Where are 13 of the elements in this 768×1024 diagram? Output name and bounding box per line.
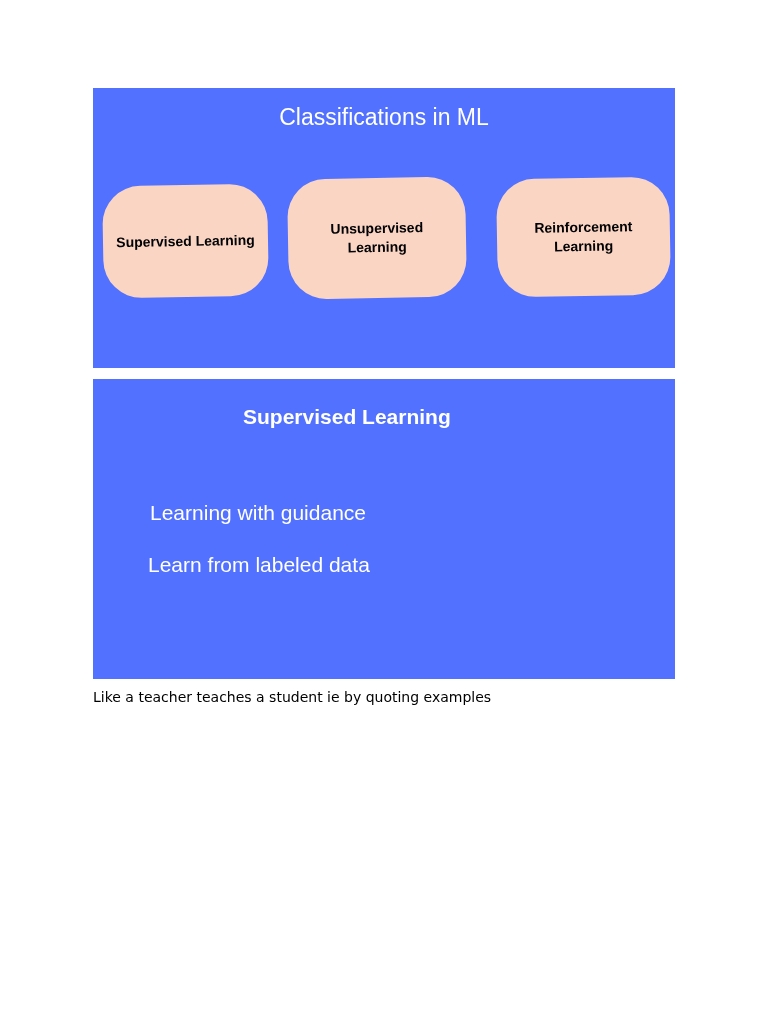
slide-heading: Supervised Learning bbox=[243, 404, 451, 430]
shape-label: Reinforcement Learning bbox=[533, 217, 634, 257]
rounded-shape bbox=[286, 176, 468, 300]
shape-label: Supervised Learning bbox=[116, 230, 255, 252]
shape-label: Unsupervised Learning bbox=[329, 218, 425, 258]
slide-panel bbox=[93, 88, 675, 368]
bullet-text: Learning with guidance bbox=[150, 500, 366, 526]
bullet-text: Learn from labeled data bbox=[148, 552, 370, 578]
caption: Like a teacher teaches a student ie by quoting examples bbox=[93, 688, 492, 707]
rounded-shape bbox=[102, 183, 269, 299]
slide-title: Classifications in ML bbox=[278, 103, 490, 132]
rounded-shape bbox=[496, 176, 671, 298]
slide-panel bbox=[93, 379, 675, 679]
